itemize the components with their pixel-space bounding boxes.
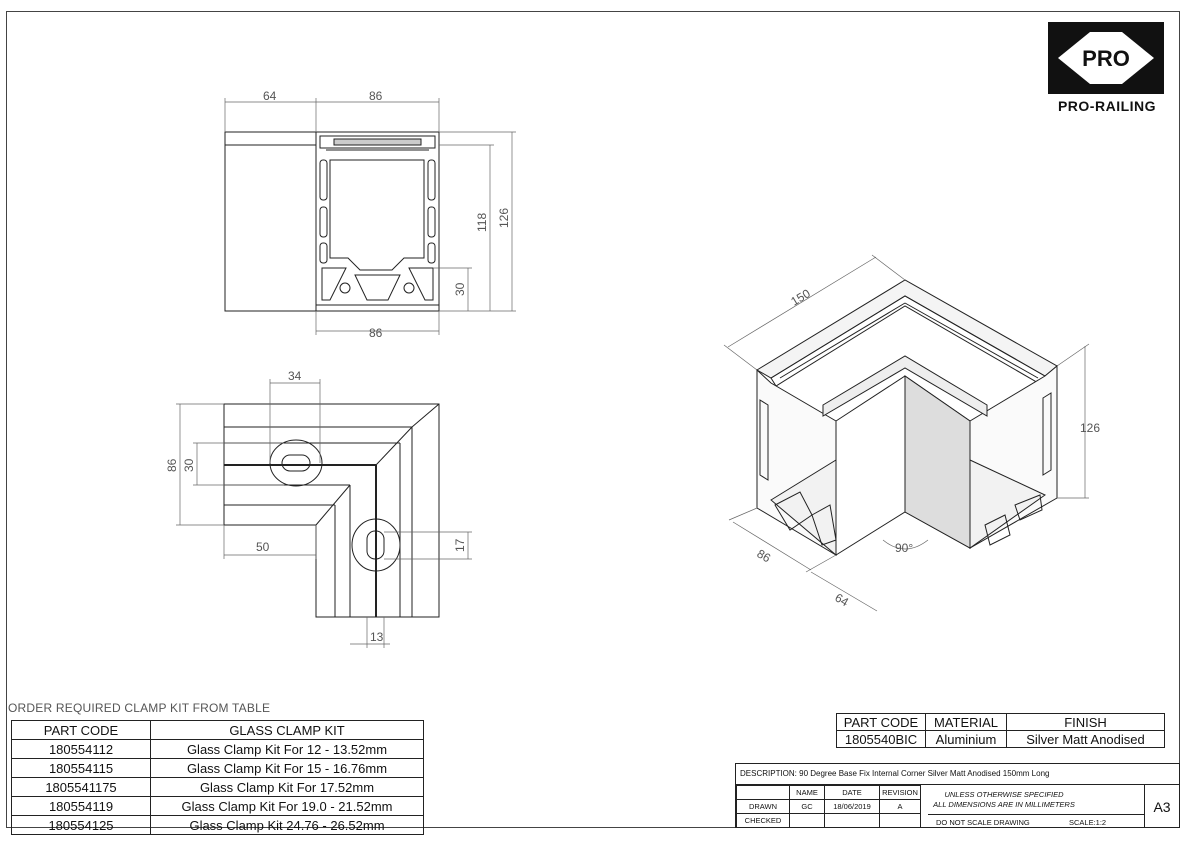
order-table-title: ORDER REQUIRED CLAMP KIT FROM TABLE <box>8 701 271 715</box>
tb-header-name: NAME <box>789 785 825 800</box>
dim-front-30: 30 <box>453 282 467 296</box>
dim-iso-angle: 90° <box>895 541 913 555</box>
tb-drawn-label: DRAWN <box>736 799 790 814</box>
title-block-grid: NAME DATE REVISION DRAWN GC 18/06/2019 A… <box>736 785 921 828</box>
kit-part-code: 180554125 <box>11 815 151 835</box>
iso-dimension-lines <box>723 254 1090 612</box>
mat-header-part-code: PART CODE <box>836 713 926 731</box>
dim-plan-30: 30 <box>182 458 196 472</box>
tb-header-date: DATE <box>824 785 880 800</box>
tb-note-line1: UNLESS OTHERWISE SPECIFIED <box>944 790 1064 799</box>
dim-plan-17: 17 <box>453 538 467 552</box>
kit-header-glass-clamp-kit: GLASS CLAMP KIT <box>150 720 424 740</box>
kit-description: Glass Clamp Kit For 12 - 13.52mm <box>150 739 424 759</box>
tb-drawn-date: 18/06/2019 <box>824 799 880 814</box>
logo-brand-text: PRO-RAILING <box>1057 98 1157 114</box>
mat-header-finish: FINISH <box>1006 713 1165 731</box>
dim-front-126: 126 <box>497 208 511 228</box>
tb-note-line2: ALL DIMENSIONS ARE IN MILLIMETERS <box>933 800 1075 809</box>
tb-note: UNLESS OTHERWISE SPECIFIED ALL DIMENSION… <box>933 790 1075 810</box>
table-row: 180554119 Glass Clamp Kit For 19.0 - 21.… <box>11 796 424 816</box>
table-row: 180554115 Glass Clamp Kit For 15 - 16.76… <box>11 758 424 778</box>
table-row: 180554125 Glass Clamp Kit 24.76 - 26.52m… <box>11 815 424 835</box>
tb-checked-label: CHECKED <box>736 813 790 828</box>
kit-part-code: 1805541175 <box>11 777 151 797</box>
dim-plan-34: 34 <box>288 369 302 383</box>
table-row: 1805541175 Glass Clamp Kit For 17.52mm <box>11 777 424 797</box>
kit-description: Glass Clamp Kit 24.76 - 26.52mm <box>150 815 424 835</box>
table-row: 180554112 Glass Clamp Kit For 12 - 13.52… <box>11 739 424 759</box>
tb-sheet-size: A3 <box>1144 785 1179 828</box>
front-dimension-lines <box>224 98 516 335</box>
material-table: PART CODE MATERIAL FINISH 1805540BIC Alu… <box>836 713 1165 748</box>
tb-revision: A <box>879 799 921 814</box>
mat-part-code: 1805540BIC <box>836 730 926 748</box>
kit-part-code: 180554115 <box>11 758 151 778</box>
dim-front-86-top: 86 <box>369 89 383 103</box>
mat-header-material: MATERIAL <box>925 713 1007 731</box>
kit-part-code: 180554119 <box>11 796 151 816</box>
dim-iso-126: 126 <box>1080 421 1100 435</box>
mat-material: Aluminium <box>925 730 1007 748</box>
plan-view <box>223 403 440 618</box>
kit-description: Glass Clamp Kit For 15 - 16.76mm <box>150 758 424 778</box>
kit-description: Glass Clamp Kit For 17.52mm <box>150 777 424 797</box>
dim-iso-64: 64 <box>833 590 852 609</box>
title-block: DESCRIPTION: 90 Degree Base Fix Internal… <box>735 763 1180 828</box>
isometric-view <box>756 279 1058 557</box>
mat-finish: Silver Matt Anodised <box>1006 730 1165 748</box>
dim-plan-86: 86 <box>165 458 179 472</box>
dim-iso-86: 86 <box>755 546 774 565</box>
logo-mark-text: PRO <box>1082 46 1130 71</box>
sheet-border <box>6 11 1180 828</box>
front-elevation-view <box>224 131 440 312</box>
kit-description: Glass Clamp Kit For 19.0 - 21.52mm <box>150 796 424 816</box>
tb-header-revision: REVISION <box>879 785 921 800</box>
clamp-kit-table: PART CODE GLASS CLAMP KIT 180554112 Glas… <box>11 720 424 835</box>
dim-plan-50: 50 <box>256 540 270 554</box>
dim-plan-13: 13 <box>370 630 384 644</box>
tb-drawn-name: GC <box>789 799 825 814</box>
kit-header-part-code: PART CODE <box>11 720 151 740</box>
kit-part-code: 180554112 <box>11 739 151 759</box>
table-row: 1805540BIC Aluminium Silver Matt Anodise… <box>836 730 1165 748</box>
tb-do-not-scale: DO NOT SCALE DRAWING <box>936 818 1030 827</box>
tb-scale: SCALE:1:2 <box>1069 818 1107 827</box>
dim-front-118: 118 <box>475 213 489 232</box>
pro-railing-logo: PRO PRO-RAILING <box>1048 22 1166 114</box>
tb-scale-row: DO NOT SCALE DRAWING SCALE:1:2 <box>928 814 1145 829</box>
plan-dimension-lines <box>176 379 472 648</box>
title-block-description: DESCRIPTION: 90 Degree Base Fix Internal… <box>736 764 1179 785</box>
dim-front-64: 64 <box>263 89 277 103</box>
dim-iso-150: 150 <box>788 286 813 308</box>
dim-front-86-bottom: 86 <box>369 326 383 340</box>
